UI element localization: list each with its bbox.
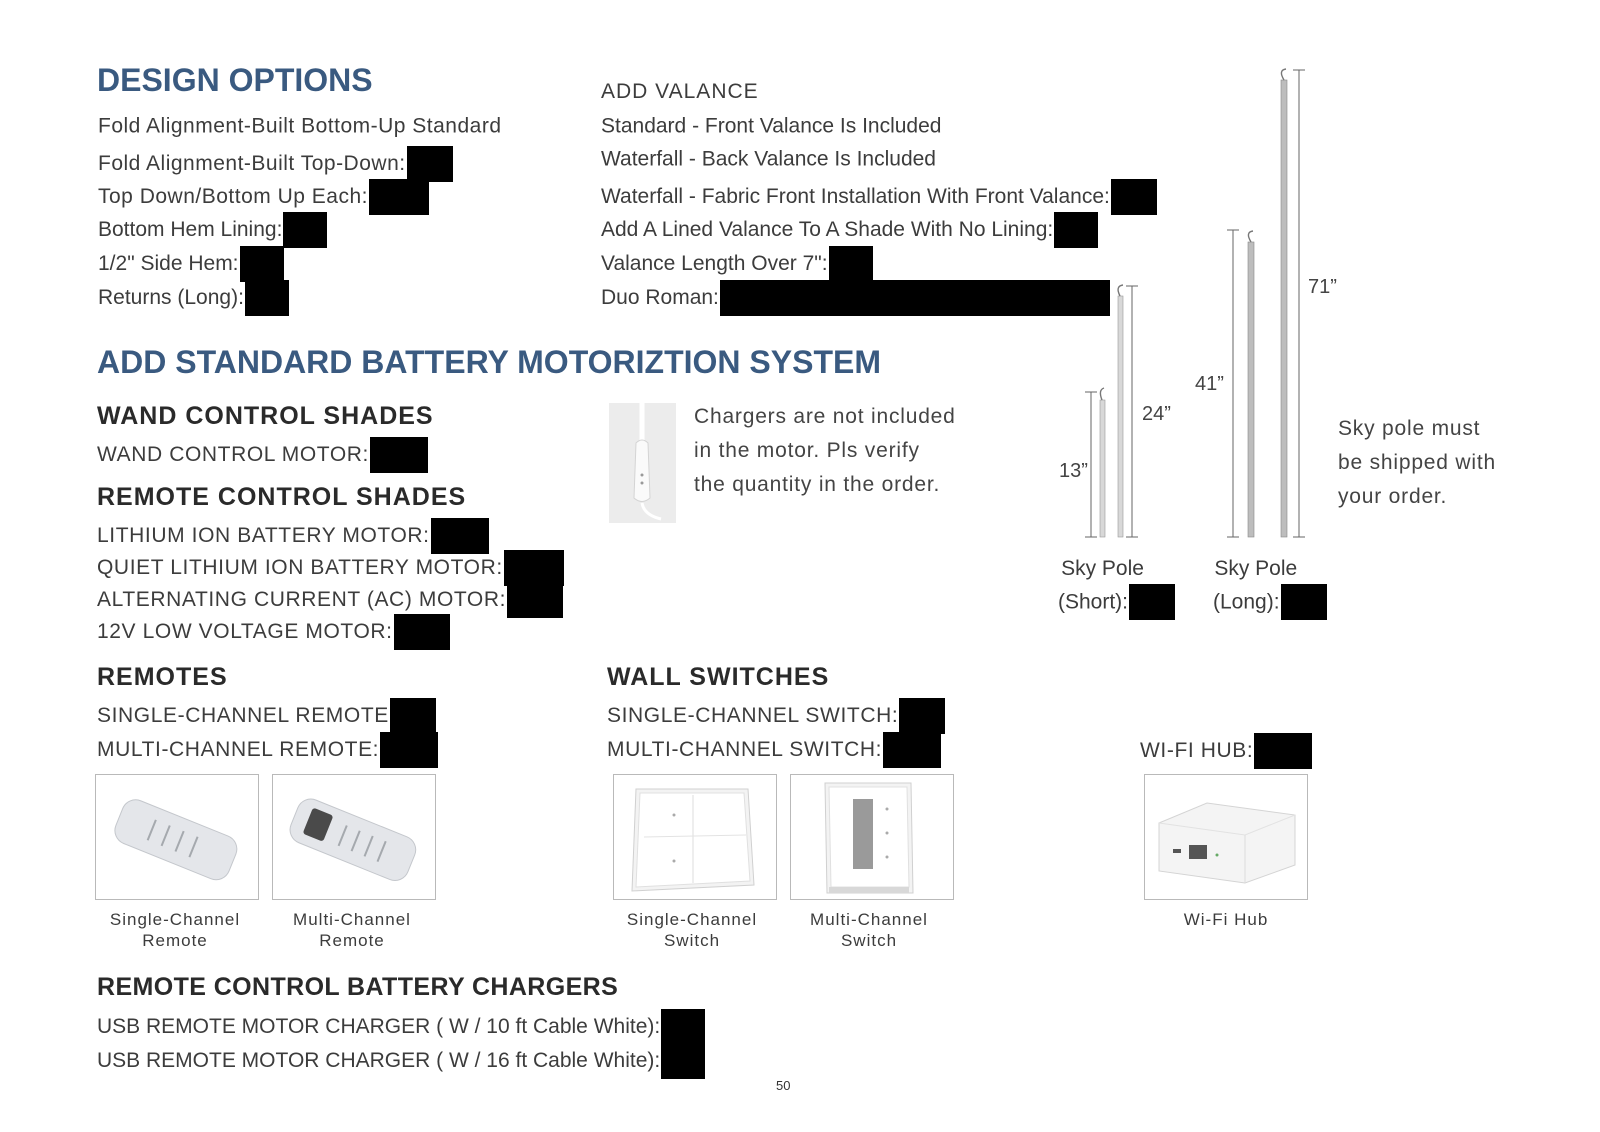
redacted-field bbox=[1129, 584, 1176, 620]
wall-switch-multi-icon bbox=[824, 782, 914, 894]
remotes-title: REMOTES bbox=[97, 663, 228, 691]
redacted-field bbox=[828, 246, 873, 282]
remote-quiet-lithium-motor: QUIET LITHIUM ION BATTERY MOTOR: bbox=[97, 550, 564, 586]
page-number: 50 bbox=[776, 1078, 791, 1093]
dim-13: 13” bbox=[1059, 460, 1088, 482]
single-channel-remote-caption: Single-Channel Remote bbox=[109, 910, 241, 950]
redacted-field bbox=[661, 1009, 706, 1045]
redacted-field bbox=[1110, 179, 1157, 215]
wand-control-title: WAND CONTROL SHADES bbox=[97, 402, 434, 430]
redacted-field bbox=[1280, 584, 1327, 620]
valance-title: ADD VALANCE bbox=[601, 80, 759, 103]
redacted-field bbox=[283, 212, 328, 248]
redacted-field bbox=[1054, 212, 1099, 248]
remote-ac-motor: ALTERNATING CURRENT (AC) MOTOR: bbox=[97, 582, 564, 618]
wifi-hub-image bbox=[1144, 774, 1308, 900]
chargers-title: REMOTE CONTROL BATTERY CHARGERS bbox=[97, 973, 619, 1001]
sky-pole-long: Sky Pole (Long): bbox=[1213, 553, 1327, 620]
redacted-field bbox=[503, 550, 564, 586]
option-fold-bottom-up: Fold Alignment-Built Bottom-Up Standard bbox=[98, 114, 502, 138]
option-fold-top-down: Fold Alignment-Built Top-Down: bbox=[98, 146, 453, 182]
redacted-field bbox=[244, 280, 289, 316]
remote-lcd-icon bbox=[289, 798, 417, 881]
redacted-field bbox=[239, 246, 284, 282]
redacted-field bbox=[507, 582, 564, 618]
valance-duo-roman: Duo Roman: bbox=[601, 280, 1110, 316]
redacted-field bbox=[899, 698, 946, 734]
multi-channel-remote-caption: Multi-Channel Remote bbox=[293, 910, 411, 950]
valance-lined: Add A Lined Valance To A Shade With No L… bbox=[601, 212, 1099, 248]
charger-16ft: USB REMOTE MOTOR CHARGER ( W / 16 ft Cab… bbox=[97, 1043, 706, 1079]
charger-note: Chargers are not included in the motor. … bbox=[694, 405, 956, 496]
redacted-field bbox=[430, 518, 489, 554]
sky-pole-note: Sky pole must be shipped with your order… bbox=[1338, 417, 1496, 508]
single-channel-switch-image bbox=[613, 774, 777, 900]
wifi-hub-icon bbox=[1158, 802, 1296, 884]
valance-waterfall-back: Waterfall - Back Valance Is Included bbox=[601, 147, 936, 171]
remote-icon bbox=[114, 799, 238, 881]
valance-length: Valance Length Over 7": bbox=[601, 246, 873, 282]
redacted-field bbox=[393, 614, 450, 650]
remote-lithium-motor: LITHIUM ION BATTERY MOTOR: bbox=[97, 518, 489, 554]
multi-channel-switch: MULTI-CHANNEL SWITCH: bbox=[607, 732, 942, 768]
single-channel-remote-image bbox=[95, 774, 259, 900]
dim-24: 24” bbox=[1142, 403, 1171, 425]
redacted-field bbox=[719, 280, 1110, 316]
multi-channel-remote: MULTI-CHANNEL REMOTE: bbox=[97, 732, 439, 768]
charger-cable-icon bbox=[609, 403, 676, 523]
remote-control-title: REMOTE CONTROL SHADES bbox=[97, 483, 467, 511]
single-channel-switch-caption: Single-Channel Switch bbox=[626, 910, 758, 950]
multi-channel-switch-caption: Multi-Channel Switch bbox=[810, 910, 928, 950]
redacted-field bbox=[406, 146, 453, 182]
sky-pole-diagram bbox=[1085, 68, 1305, 538]
switches-title: WALL SWITCHES bbox=[607, 663, 830, 691]
wifi-hub: WI-FI HUB: bbox=[1140, 733, 1313, 769]
charger-image bbox=[609, 403, 676, 523]
redacted-field bbox=[661, 1043, 706, 1079]
multi-channel-switch-image bbox=[790, 774, 954, 900]
single-channel-switch: SINGLE-CHANNEL SWITCH: bbox=[607, 698, 946, 734]
design-options-title: DESIGN OPTIONS bbox=[97, 62, 373, 98]
redacted-field bbox=[369, 437, 428, 473]
wand-control-motor: WAND CONTROL MOTOR: bbox=[97, 437, 428, 473]
remote-12v-motor: 12V LOW VOLTAGE MOTOR: bbox=[97, 614, 450, 650]
redacted-field bbox=[883, 732, 942, 768]
single-channel-remote: SINGLE-CHANNEL REMOTE bbox=[97, 698, 436, 734]
motorization-title: ADD STANDARD BATTERY MOTORIZTION SYSTEM bbox=[97, 344, 881, 380]
charger-10ft: USB REMOTE MOTOR CHARGER ( W / 10 ft Cab… bbox=[97, 1009, 706, 1045]
wifi-hub-caption: Wi-Fi Hub bbox=[1183, 910, 1269, 929]
valance-waterfall-front: Waterfall - Fabric Front Installation Wi… bbox=[601, 179, 1157, 215]
redacted-field bbox=[389, 698, 436, 734]
option-side-hem: 1/2" Side Hem: bbox=[98, 246, 284, 282]
dim-71: 71” bbox=[1308, 276, 1337, 298]
option-returns-long: Returns (Long): bbox=[98, 280, 289, 316]
redacted-field bbox=[1254, 733, 1313, 769]
wall-switch-icon bbox=[631, 788, 755, 892]
valance-standard: Standard - Front Valance Is Included bbox=[601, 114, 942, 138]
dim-41: 41” bbox=[1195, 373, 1224, 395]
option-top-down-bottom-up: Top Down/Bottom Up Each: bbox=[98, 179, 429, 215]
redacted-field bbox=[368, 179, 429, 215]
redacted-field bbox=[380, 732, 439, 768]
option-bottom-hem-lining: Bottom Hem Lining: bbox=[98, 212, 328, 248]
sky-pole-short: Sky Pole (Short): bbox=[1058, 553, 1176, 620]
multi-channel-remote-image bbox=[272, 774, 436, 900]
